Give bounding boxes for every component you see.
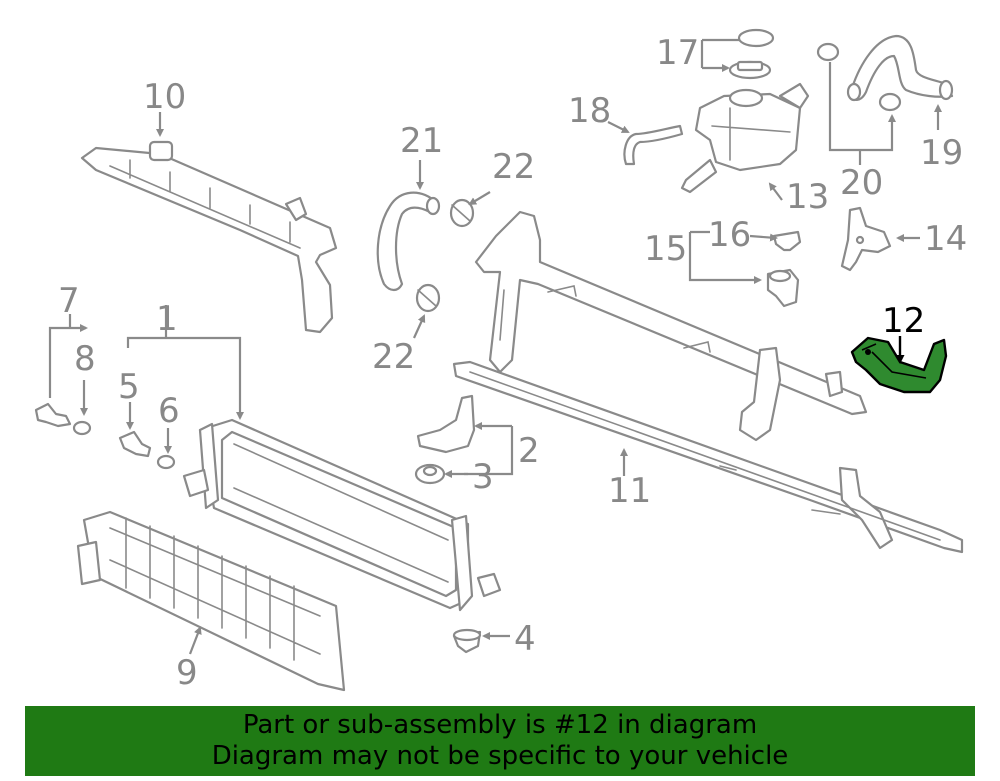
drain-plug-part [34,402,72,428]
callout-21: 21 [400,121,443,161]
callout-15: 15 [644,229,687,269]
callout-10: 10 [143,77,186,117]
callout-16: 16 [708,215,751,255]
radiator-part [182,418,502,612]
mount-part [766,268,800,308]
footer-line-2: Diagram may not be specific to your vehi… [211,741,789,771]
hose-clamp-lower-part [415,283,441,313]
callout-1: 1 [156,299,178,339]
condenser-part [76,510,346,692]
callout-20: 20 [840,163,883,203]
callout-2: 2 [518,431,540,471]
callout-13: 13 [786,177,829,217]
callout-8: 8 [74,339,96,379]
callout-19: 19 [920,133,963,173]
radiator-support-bracket-part [850,336,948,394]
hose-clamp-pair-part [816,42,902,112]
footer-banner: Part or sub-assembly is #12 in diagram D… [25,706,975,776]
callout-11: 11 [608,471,651,511]
callout-22-upper: 22 [492,147,535,187]
callout-labels: 10 21 22 22 17 18 13 19 20 14 16 15 12 1… [58,33,967,693]
coolant-reservoir-part [680,82,810,194]
sensor-seal-part [156,454,176,470]
lower-hose-part [846,34,954,102]
nut-part [414,463,446,485]
radiator-support-frame-part [452,210,964,554]
callout-leaders [48,38,942,655]
callout-22-lower: 22 [372,337,415,377]
reservoir-bracket-part [840,206,892,272]
callout-3: 3 [472,457,494,497]
callout-6: 6 [158,391,180,431]
callout-12: 12 [882,301,925,341]
bracket-part [416,394,476,454]
grommet-part [772,230,802,252]
callout-14: 14 [924,219,967,259]
callout-17: 17 [656,33,699,73]
reservoir-hose-part [623,124,684,166]
callout-7: 7 [58,281,80,321]
callout-4: 4 [514,619,536,659]
parts-diagram: 10 21 22 22 17 18 13 19 20 14 16 15 12 1… [34,28,967,693]
callout-9: 9 [176,653,198,693]
drain-plug-seal-part [72,420,92,436]
lower-grommet-part [452,628,482,654]
sensor-part [118,430,152,458]
upper-radiator-cover-part [80,140,338,334]
callout-18: 18 [568,91,611,131]
footer-line-1: Part or sub-assembly is #12 in diagram [242,710,758,740]
reservoir-cap-part [728,28,775,80]
hose-clamp-upper-part [449,198,475,228]
upper-hose-part [376,191,441,292]
callout-5: 5 [118,367,140,407]
